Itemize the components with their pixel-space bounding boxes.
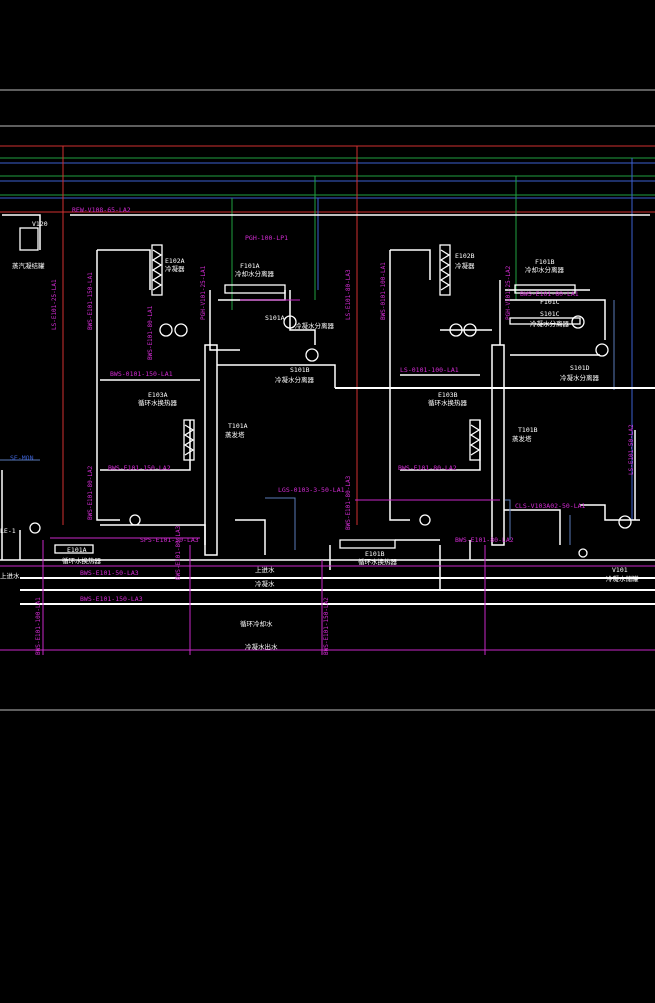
label-unitA-bottom-vert: BWS-E101-80-LA3 <box>175 525 182 580</box>
label-unitA-pipe-tag: BWS-E101-150-LA2 <box>108 464 171 472</box>
vessels-pumps <box>19 227 632 558</box>
label-unitA-pump1-name: 冷凝水分离器 <box>295 321 335 330</box>
instrument-3 <box>449 323 463 337</box>
label-unitB-pump1-name: 冷凝水分离器 <box>530 319 570 328</box>
pump-B-bottom <box>419 514 431 526</box>
label-header1-name: 上进水 <box>255 565 275 574</box>
service-lines <box>0 459 571 550</box>
label-unitA-condenser-name: 冷凝器 <box>165 264 185 273</box>
label-unitA-accum-tag: F101A <box>240 262 260 270</box>
pump-S101D <box>595 343 609 357</box>
accumulator-B <box>514 284 576 294</box>
label-unitA-mid-tag: BWS-0101-150-LA1 <box>110 370 173 378</box>
label-unitA-top: PGH-100-LP1 <box>245 234 288 242</box>
valve-right <box>578 548 588 558</box>
label-unitA-reboiler-tag: E103A <box>148 391 168 399</box>
label-left-bottom-small: SE-MON <box>10 454 34 462</box>
label-left-tag-b: BWS-E101-150-LA1 <box>87 272 94 330</box>
white-pipes <box>0 214 655 605</box>
preheater-B <box>339 539 396 549</box>
label-unitA-pump2-name: 冷凝水分离器 <box>275 375 315 384</box>
label-unitB-accum-tag: F101B <box>535 258 555 266</box>
instrument-4 <box>463 323 477 337</box>
label-left-edge-b: 上进水 <box>0 571 20 580</box>
utility-header-lines <box>0 145 655 213</box>
vertical-frame-lines <box>62 146 633 525</box>
label-unitA-vert: PGH-V101-25-LA1 <box>200 265 207 320</box>
label-right-tag-cld: CLS-V103A02-50-LA1 <box>515 502 586 510</box>
label-unitA-column-name: 蒸发塔 <box>225 430 245 439</box>
label-unitA-column-tag: T101A <box>228 422 248 430</box>
label-unitB-top-tag: BWS-E101-80-LA1 <box>520 290 579 298</box>
label-unitA-preheater-tag: E101A <box>67 546 87 554</box>
label-header1-tag: BWS-E101-50-LA3 <box>80 569 139 577</box>
label-unitA-reboiler-name: 循环水换热器 <box>138 398 178 407</box>
label-header3-name: 循环冷却水 <box>240 619 273 628</box>
label-left-tag-c: BWS-E101-80-LA1 <box>147 305 154 360</box>
label-left-tank-tag: V120 <box>32 220 48 228</box>
label-left-edge-a: LE-1 <box>0 527 16 535</box>
label-right-vessel-name: 冷凝水储罐 <box>606 574 639 583</box>
label-left-tag-d: BWS-E101-80-LA2 <box>87 465 94 520</box>
pump-S101C <box>571 315 585 329</box>
label-unitA-preheater-name: 循环水换热器 <box>62 556 102 565</box>
label-unitA-condenser-tag: E102A <box>165 257 185 265</box>
accumulator-A <box>224 284 286 294</box>
label-unitB-preheater-name: 循环水换热器 <box>358 557 398 566</box>
instrument-1 <box>159 323 173 337</box>
label-header4-name: 冷凝水出水 <box>245 642 278 651</box>
diagram-labels: REW-V108-65-LA2 V120 蒸汽凝结罐 LE-1 上进水 SE-M… <box>0 206 639 651</box>
label-unitB-preheater-tag: E101B <box>365 550 385 558</box>
label-unitA-accum-name: 冷却水分离器 <box>235 269 275 278</box>
label-top-left-tag: REW-V108-65-LA2 <box>72 206 131 214</box>
vertical-labels: LS-E101-25-LA1 BWS-E101-150-LA1 BWS-E101… <box>35 262 635 655</box>
magenta-main-lines <box>0 299 655 655</box>
label-vert-main: BWS-E101-100-LA1 <box>35 597 42 655</box>
label-right-vert: LS-E101-50-LA2 <box>628 424 635 475</box>
label-unitB-pump1-tag: S101C <box>540 310 560 318</box>
label-left-tank-name: 蒸汽凝结罐 <box>12 261 45 270</box>
tank-V120 <box>19 227 39 251</box>
label-right-accum-tag: F101C <box>540 298 560 306</box>
label-mid-bottom-tag: LGS-0103-3-50-LA1 <box>278 486 345 494</box>
label-unitB-reboiler-tag: E103B <box>438 391 458 399</box>
label-unitB-accum-name: 冷却水分离器 <box>525 265 565 274</box>
label-header2-name: 冷凝水 <box>255 579 275 588</box>
label-unitA-pump2-tag: S101B <box>290 366 310 374</box>
drawing-frame <box>0 89 655 711</box>
label-right-pump-tag: S101D <box>570 364 590 372</box>
label-unitB-vert2: BWS-0101-100-LA1 <box>380 262 387 320</box>
label-unitB-pipe-tag: BWS-E101-80-LA2 <box>398 464 457 472</box>
label-vert-main2: BWS-E101-150-LA2 <box>323 597 330 655</box>
accumulator-C <box>509 317 581 325</box>
label-unitB-condenser-name: 冷凝器 <box>455 261 475 270</box>
label-right-vessel-tag: V101 <box>612 566 628 574</box>
pump-S101A <box>283 315 297 329</box>
label-unitA-bottom-pipe: SPS-E101-50-LA3 <box>140 536 199 544</box>
label-right-top-vert: PGH-V101-25-LA2 <box>505 265 512 320</box>
label-unitB-column-tag: T101B <box>518 426 538 434</box>
label-unitB-bottom-pipe: BWS-E101-80-LA2 <box>455 536 514 544</box>
equipment-coils <box>151 244 481 461</box>
label-unitB-mid-tag: LS-0101-100-LA1 <box>400 366 459 374</box>
label-unitB-condenser-tag: E102B <box>455 252 475 260</box>
label-unitB-vert: LS-E101-80-LA3 <box>345 269 352 320</box>
label-unitB-reboiler-name: 循环水换热器 <box>428 398 468 407</box>
pump-S101B <box>305 348 319 362</box>
label-unitA-pump1-tag: S101A <box>265 314 285 322</box>
label-left-tag-a: LS-E101-25-LA1 <box>51 279 58 330</box>
label-unitB-column-name: 蒸发塔 <box>512 434 532 443</box>
label-header2-tag: BWS-E101-150-LA3 <box>80 595 143 603</box>
label-unitB-bottom-vert: BWS-E101-80-LA3 <box>345 475 352 530</box>
pump-right <box>618 515 632 529</box>
preheater-A <box>54 544 94 554</box>
instrument-2 <box>174 323 188 337</box>
label-right-pump-name: 冷凝水分离器 <box>560 373 600 382</box>
pump-A-bottom <box>129 514 141 526</box>
pump-left <box>29 522 41 534</box>
